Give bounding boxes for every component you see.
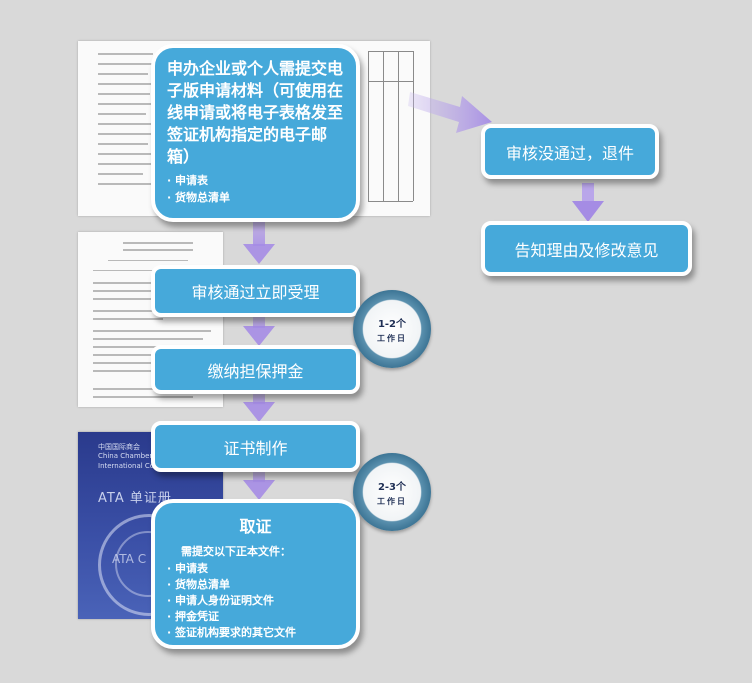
certificate-making-box: 证书制作: [151, 421, 360, 472]
list-item: · 押金凭证: [167, 610, 220, 623]
collect-title: 取证: [239, 517, 272, 536]
notify-reason-text: 告知理由及修改意见: [514, 240, 659, 260]
notify-reason-box: 告知理由及修改意见: [481, 221, 692, 276]
duration-unit: 工作日: [377, 496, 407, 506]
reject-box: 审核没通过，退件: [481, 124, 659, 179]
duration-badge: 2-3个 工作日: [353, 453, 431, 531]
collect-intro: 需提交以下正本文件：: [181, 545, 291, 558]
list-item: · 签证机构要求的其它文件: [167, 626, 297, 639]
reject-text: 审核没通过，退件: [505, 143, 634, 163]
deposit-box: 缴纳担保押金: [151, 345, 360, 394]
submit-materials-text: 申办企业或个人需提交电子版申请材料（可使用在线申请或将电子表格发至签证机构指定的…: [167, 59, 344, 166]
duration-value: 2-3个: [377, 481, 407, 493]
arrow-head: [243, 244, 275, 264]
duration-badge: 1-2个 工作日: [353, 290, 431, 368]
arrow-head: [243, 326, 275, 346]
arrow-head: [243, 402, 275, 422]
deposit-text: 缴纳担保押金: [207, 361, 304, 381]
list-item: · 申请表: [167, 562, 209, 575]
approve-box: 审核通过立即受理: [151, 265, 360, 317]
list-item: · 申请表: [167, 174, 209, 187]
arrow-head: [243, 480, 275, 500]
certificate-making-text: 证书制作: [223, 438, 288, 458]
duration-value: 1-2个: [377, 318, 407, 330]
list-item: · 申请人身份证明文件: [167, 594, 275, 607]
submit-items-list: · 申请表 · 货物总清单: [167, 172, 344, 206]
collect-items-list: · 申请表 · 货物总清单 · 申请人身份证明文件 · 押金凭证 · 签证机构要…: [167, 561, 344, 641]
duration-unit: 工作日: [377, 333, 407, 343]
list-item: · 货物总清单: [167, 578, 231, 591]
list-item: · 货物总清单: [167, 191, 231, 204]
collect-certificate-box: 取证 需提交以下正本文件： · 申请表 · 货物总清单 · 申请人身份证明文件 …: [151, 499, 360, 649]
approve-text: 审核通过立即受理: [191, 283, 320, 302]
submit-materials-box: 申办企业或个人需提交电子版申请材料（可使用在线申请或将电子表格发至签证机构指定的…: [151, 44, 360, 222]
